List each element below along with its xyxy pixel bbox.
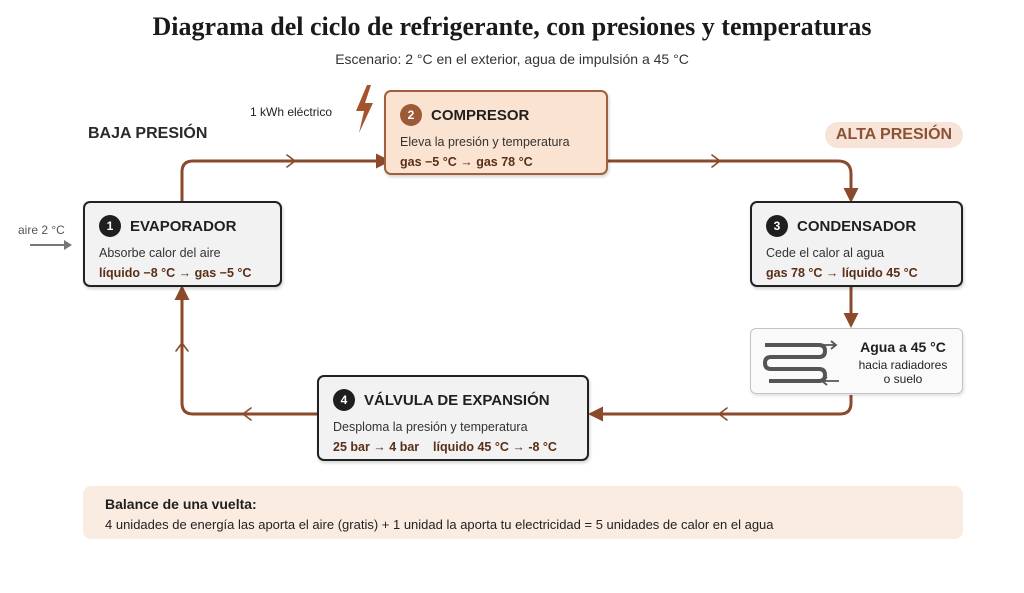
air-input-label: aire 2 °C [18,223,65,237]
step-number-badge: 4 [333,389,355,411]
condenser-title: CONDENSADOR [797,217,917,235]
flow-chevron [175,342,189,352]
scenario-subtitle: Escenario: 2 °C en el exterior, agua de … [335,51,689,67]
electric-input-label: 1 kWh eléctrico [250,105,333,119]
condenser-box: 3 CONDENSADOR Cede el calor al agua gas … [750,201,963,287]
flow-chevron [711,154,721,168]
pipe-water-to-valve [588,395,853,422]
lightning-bolt-icon [356,85,373,133]
evaporator-transition: líquido −8 °C → gas −5 °C [99,266,252,280]
evaporator-description: Absorbe calor del aire [99,246,221,260]
expansion-valve-title: VÁLVULA DE EXPANSIÓN [364,391,550,409]
flow-chevron [718,407,728,421]
air-arrow-head [64,240,72,250]
low-pressure-label: BAJA PRESIÓN [88,125,208,142]
water-output-title: Agua a 45 °C [860,339,946,355]
evaporator-box: 1 EVAPORADOR Absorbe calor del aire líqu… [83,201,282,287]
expansion-valve-transition: 25 bar → 4 bar líquido 45 °C → -8 °C [333,440,557,454]
expansion-valve-box: 4 VÁLVULA DE EXPANSIÓN Desploma la presi… [317,375,589,461]
compressor-title: COMPRESOR [431,106,530,124]
pipe-evaporator-to-compressor [180,153,391,201]
pipe-valve-to-evaporator [174,285,317,416]
compressor-transition: gas −5 °C → gas 78 °C [400,155,533,169]
balance-title: Balance de una vuelta: [105,496,257,512]
evaporator-title: EVAPORADOR [130,217,237,235]
water-output-line2: o suelo [883,372,923,386]
expansion-valve-description: Desploma la presión y temperatura [333,420,528,434]
energy-balance-panel: Balance de una vuelta: 4 unidades de ene… [83,486,963,539]
high-pressure-badge: ALTA PRESIÓN [825,122,963,148]
heat-exchanger-coil-icon [762,340,839,386]
page-title: Diagrama del ciclo de refrigerante, con … [152,12,872,41]
pipe-compressor-to-condenser [607,159,859,203]
water-output-line1: hacia radiadores [858,358,948,372]
compressor-description: Eleva la presión y temperatura [400,135,570,149]
step-number-badge: 3 [766,215,788,237]
condenser-transition: gas 78 °C → líquido 45 °C [766,266,918,280]
flow-chevron [286,154,296,168]
flow-chevron [242,407,252,421]
step-number-badge: 2 [400,104,422,126]
compressor-box: 2 COMPRESOR Eleva la presión y temperatu… [384,90,608,175]
step-number-badge: 1 [99,215,121,237]
balance-text: 4 unidades de energía las aporta el aire… [105,517,774,532]
water-output-box: Agua a 45 °C hacia radiadores o suelo [750,328,963,394]
condenser-description: Cede el calor al agua [766,246,885,260]
